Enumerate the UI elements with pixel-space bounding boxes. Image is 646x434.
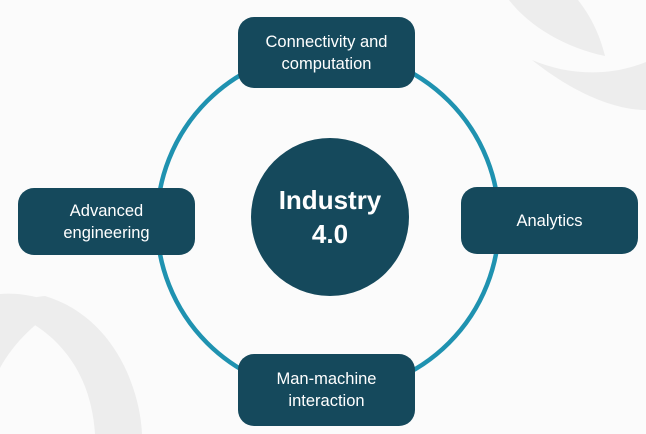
node-label: Analytics [516,211,583,230]
background-swoosh-bottom-left-band [2,296,142,434]
background-swoosh-top-right-upper [509,0,605,56]
node-label: Connectivity and computation [265,32,388,73]
node-label: Advanced engineering [63,201,150,242]
node-label: Man-machine interaction [276,370,377,410]
center-node-industry-4-0: Industry 4.0 [251,138,409,296]
node-advanced-engineering: Advanced engineering [18,188,195,255]
center-node-title-line1: Industry [278,185,382,215]
center-node-title-line2: 4.0 [311,219,349,249]
node-connectivity-and-computation: Connectivity and computation [238,17,415,88]
node-man-machine-interaction: Man-machine interaction [238,354,415,426]
node-analytics: Analytics [461,187,638,254]
background-swoosh-top-right-lower [532,60,646,110]
